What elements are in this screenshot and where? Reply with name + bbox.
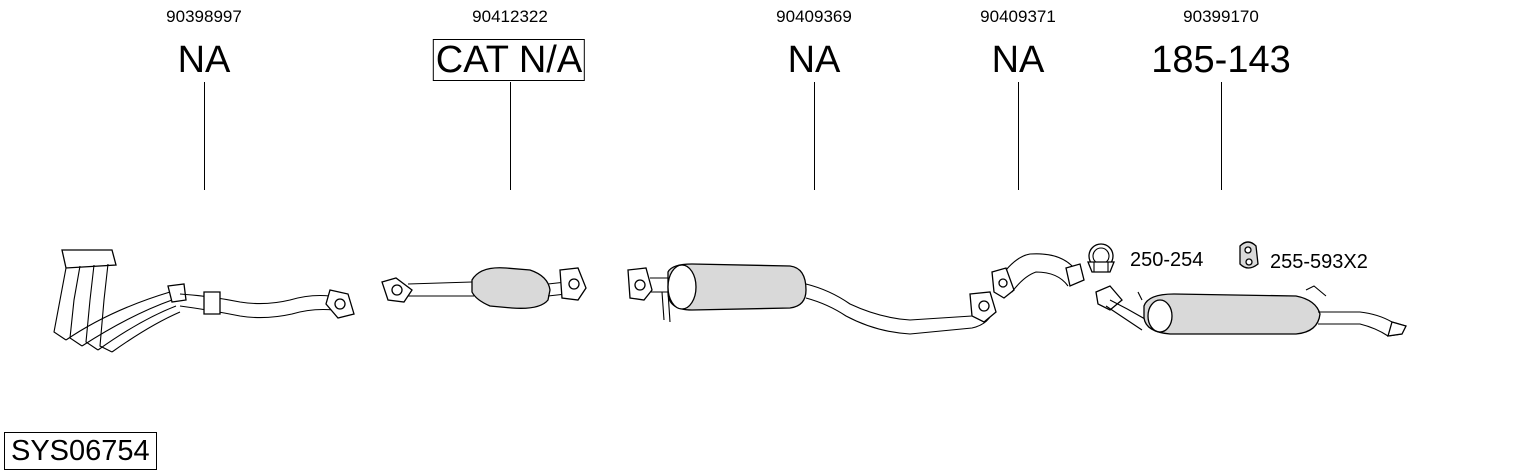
system-code: SYS06754 xyxy=(4,432,157,470)
part-2-leader-line xyxy=(510,82,511,190)
centre-silencer-drawing[interactable] xyxy=(627,263,997,335)
clamp-icon[interactable] xyxy=(1087,243,1115,273)
part-5-leader-line xyxy=(1221,82,1222,190)
part-1-oe-number: 90398997 xyxy=(166,7,242,26)
part-5-code[interactable]: 185-143 xyxy=(1151,39,1291,81)
part-4-leader-line xyxy=(1018,82,1019,190)
part-3-leader-line xyxy=(814,82,815,190)
rubber-hanger-icon[interactable] xyxy=(1239,241,1259,269)
intermediate-pipe-drawing[interactable] xyxy=(991,253,1085,299)
accessory-1-code[interactable]: 250-254 xyxy=(1130,249,1204,271)
part-5-oe-number: 90399170 xyxy=(1183,7,1259,26)
accessory-2-code[interactable]: 255-593X2 xyxy=(1270,251,1368,273)
part-4-code[interactable]: NA xyxy=(991,39,1045,81)
part-2-code[interactable]: CAT N/A xyxy=(432,39,586,81)
part-2-oe-number: 90412322 xyxy=(472,7,548,26)
part-4-oe-number: 90409371 xyxy=(980,7,1056,26)
part-3-code[interactable]: NA xyxy=(787,39,841,81)
front-pipe-manifold-drawing[interactable] xyxy=(53,249,355,353)
catalytic-converter-drawing[interactable] xyxy=(381,267,587,309)
part-1-leader-line xyxy=(204,82,205,190)
part-1-code[interactable]: NA xyxy=(177,39,231,81)
rear-silencer-drawing[interactable] xyxy=(1095,285,1407,337)
part-3-oe-number: 90409369 xyxy=(776,7,852,26)
